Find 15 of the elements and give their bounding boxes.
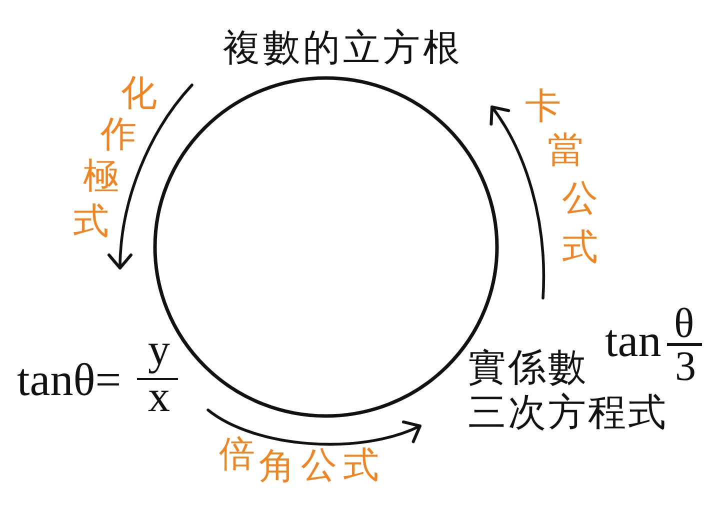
node-label: 複數的立方根 bbox=[223, 29, 463, 66]
edge-label: 化作極式 bbox=[73, 76, 157, 240]
denominator: x bbox=[148, 381, 170, 413]
arrow bbox=[108, 84, 194, 270]
edge-label: 倍角公式 bbox=[219, 437, 379, 486]
numerator: y bbox=[148, 328, 170, 372]
formula-text: tanθ= bbox=[17, 356, 122, 402]
denominator: 3 bbox=[675, 346, 696, 388]
formula-text: tan bbox=[605, 318, 662, 364]
node-label: 實係數 bbox=[468, 348, 588, 386]
arrow bbox=[489, 106, 546, 300]
numerator: θ bbox=[674, 307, 694, 341]
arrow bbox=[206, 408, 422, 446]
node-label: 三次方程式 bbox=[468, 393, 668, 431]
edge-label: 卡當公式 bbox=[525, 89, 598, 266]
